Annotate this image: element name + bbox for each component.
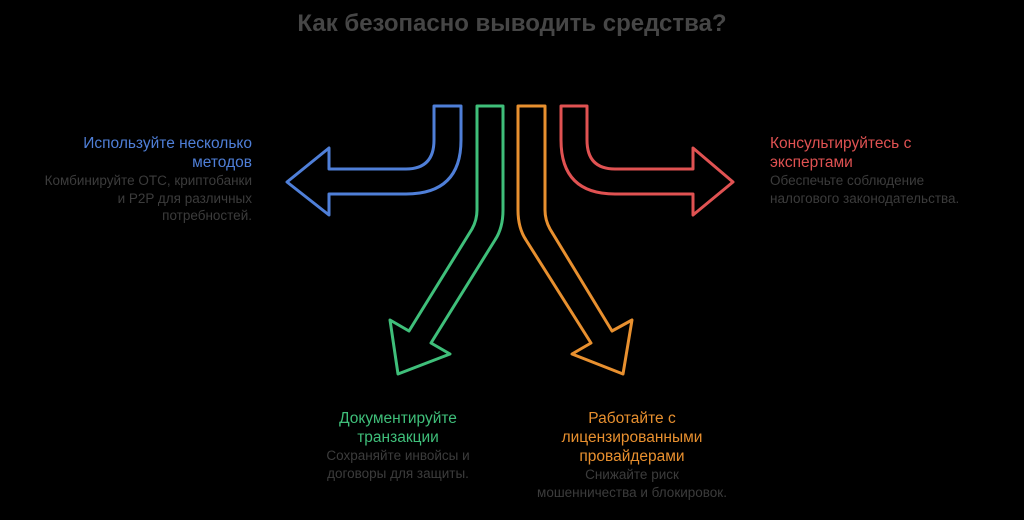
item-description: Комбинируйте OTC, криптобанки и P2P для … xyxy=(44,173,252,223)
arrow-down-left-icon xyxy=(388,104,505,376)
item-consult-experts: Консультируйтесь с экспертами Обеспечьте… xyxy=(770,134,970,207)
item-description: Обеспечьте соблюдение налогового законод… xyxy=(770,173,960,206)
item-document-transactions: Документируйте транзакции Сохраняйте инв… xyxy=(298,409,498,482)
item-multiple-methods: Используйте несколько методов Комбинируй… xyxy=(40,134,252,225)
arrow-right-icon xyxy=(559,104,735,217)
arrow-left-icon xyxy=(285,104,463,217)
item-heading: Консультируйтесь с экспертами xyxy=(770,135,912,171)
arrow-down-right-icon xyxy=(516,104,634,376)
item-heading: Работайте с лицензированными провайдерам… xyxy=(561,410,703,465)
item-description: Сохраняйте инвойсы и договоры для защиты… xyxy=(326,448,470,481)
item-heading: Используйте несколько методов xyxy=(83,135,252,171)
diagram-title: Как безопасно выводить средства? xyxy=(297,10,727,37)
item-licensed-providers: Работайте с лицензированными провайдерам… xyxy=(534,409,730,501)
item-description: Снижайте риск мошенничества и блокировок… xyxy=(537,467,727,500)
item-heading: Документируйте транзакции xyxy=(339,410,457,446)
